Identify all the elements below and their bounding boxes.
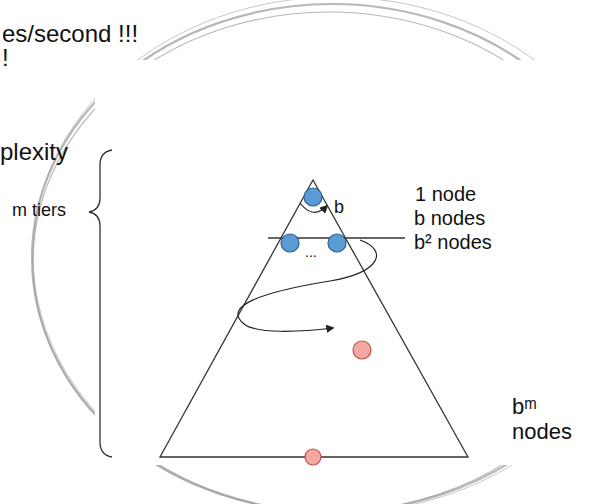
level-count: bᵐ nodes: [512, 394, 582, 445]
goal-node: [353, 341, 371, 359]
branching-label: b: [334, 197, 344, 218]
ellipsis-label: ...: [305, 244, 317, 260]
depth-label: m tiers: [12, 200, 66, 221]
slide-text: plexity: [0, 138, 68, 166]
goal-node: [305, 449, 321, 465]
slide-text: !: [2, 44, 9, 72]
sketch-circle: [33, 0, 589, 504]
slide-text: es/second !!!: [2, 20, 138, 48]
level-count: 1 node: [415, 183, 476, 206]
tree-node: [328, 234, 346, 252]
tree-node: [281, 234, 299, 252]
sketch-circle: [33, 12, 589, 504]
tree-node: [304, 188, 322, 206]
tier-brace: [89, 150, 112, 457]
level-count: b² nodes: [414, 231, 492, 254]
white-panel: [95, 60, 589, 465]
level-count: b nodes: [414, 207, 485, 230]
search-path-arrow: [238, 240, 377, 331]
sketch-circle: [32, 4, 589, 504]
